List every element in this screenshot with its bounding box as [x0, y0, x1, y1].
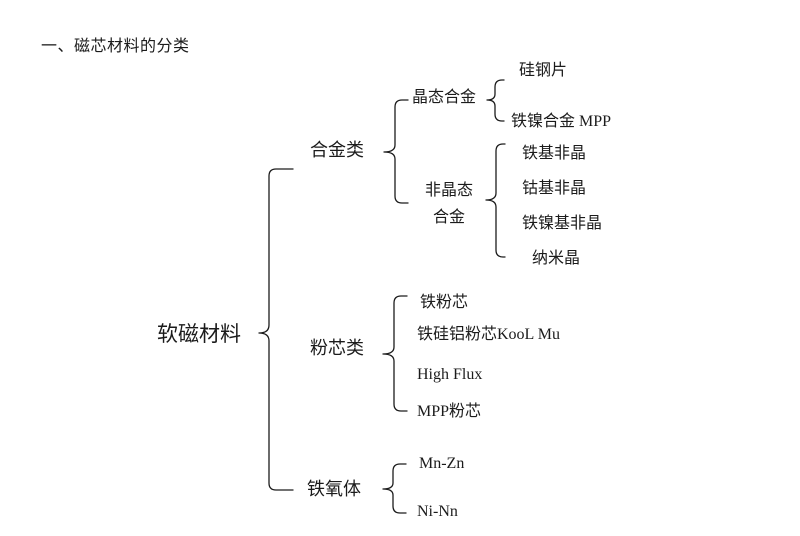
node-soft-magnetic-material: 软磁材料: [157, 322, 241, 346]
node-fe-ni-alloy-mpp: 铁镍合金 MPP: [511, 113, 612, 130]
node-mn-zn: Mn-Zn: [419, 455, 465, 472]
node-iron-powder-core: 铁粉芯: [420, 294, 469, 311]
node-alloy-class: 合金类: [310, 140, 364, 160]
page-title: 一、磁芯材料的分类: [41, 38, 190, 55]
node-powder-core-class: 粉芯类: [310, 338, 364, 358]
node-amorphous-alloy: 非晶态 合金: [424, 182, 473, 226]
brace-amorphous: [485, 143, 506, 258]
node-silicon-steel-sheet: 硅钢片: [519, 62, 568, 79]
node-high-flux: High Flux: [417, 366, 483, 383]
brace-crystalline: [486, 79, 505, 122]
node-co-based-amorphous: 钴基非晶: [522, 180, 587, 197]
node-fe-ni-based-amorphous: 铁镍基非晶: [522, 215, 603, 232]
node-crystalline-alloy: 晶态合金: [412, 89, 477, 106]
brace-ferrite: [382, 463, 407, 514]
brace-alloy: [383, 99, 409, 204]
node-mpp-powder-core: MPP粉芯: [417, 403, 482, 420]
node-ferrite: 铁氧体: [307, 479, 361, 499]
brace-powder: [382, 295, 408, 412]
node-sendust-kool-mu: 铁硅铝粉芯KooL Mu: [417, 326, 560, 343]
brace-root: [258, 168, 294, 491]
node-ni-nn: Ni-Nn: [417, 503, 458, 520]
node-nanocrystalline: 纳米晶: [532, 250, 581, 267]
node-fe-based-amorphous: 铁基非晶: [522, 145, 587, 162]
